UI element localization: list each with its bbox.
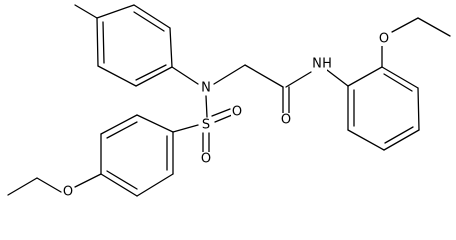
svg-text:O: O [63, 185, 73, 200]
svg-text:H: H [322, 57, 332, 72]
molecule-structure-diagram: N S O O N H O O O [7, 4, 451, 200]
atom-n-sulfonamide: N [200, 81, 212, 96]
atom-o-ethoxy-left: O [62, 185, 74, 200]
atom-labels: N S O O N H O O O [62, 32, 390, 200]
svg-text:O: O [379, 32, 389, 47]
atom-h-amide: H [322, 57, 332, 72]
svg-text:O: O [232, 105, 242, 120]
atom-o-sulfonyl-upper: O [231, 105, 243, 120]
atom-o-ethoxy-right: O [378, 32, 390, 47]
svg-text:O: O [281, 113, 291, 128]
atom-n-amide: N [311, 57, 327, 72]
svg-text:N: N [312, 57, 322, 72]
svg-text:O: O [201, 152, 211, 167]
atom-o-sulfonyl-lower: O [200, 152, 212, 167]
atom-o-carbonyl: O [280, 113, 292, 128]
svg-text:N: N [201, 81, 211, 96]
svg-text:S: S [202, 118, 210, 133]
atom-s-sulfonyl: S [200, 118, 212, 133]
bond-lines [7, 4, 451, 197]
